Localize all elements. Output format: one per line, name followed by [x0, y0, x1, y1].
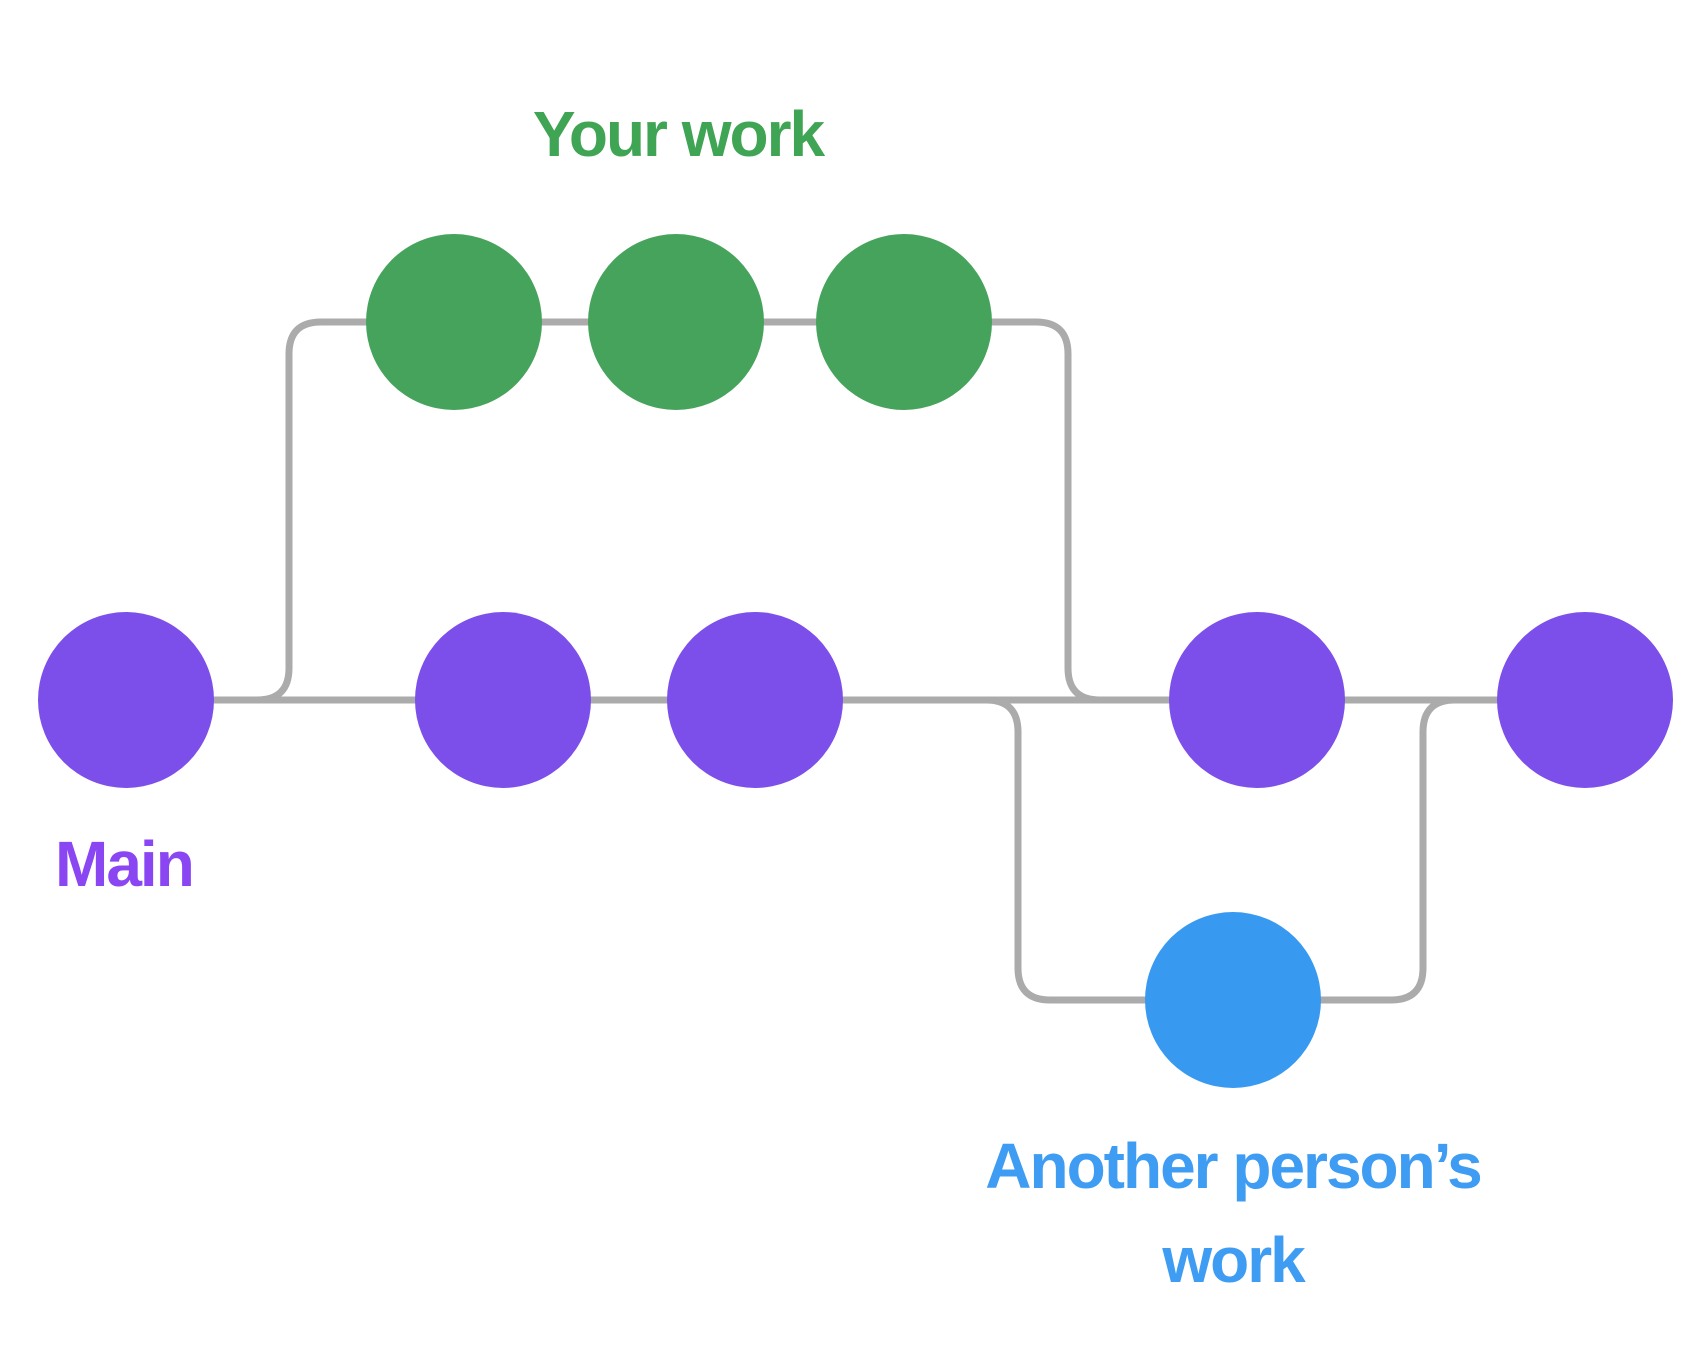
- commit-node-your-work-2: [588, 234, 764, 410]
- label-your-work: Your work: [532, 98, 825, 170]
- commit-node-main-4: [1169, 612, 1345, 788]
- commit-node-another-person-1: [1145, 912, 1321, 1088]
- commit-node-main-1: [38, 612, 214, 788]
- commit-node-main-3: [667, 612, 843, 788]
- label-another-persons-work-line2: work: [1162, 1224, 1305, 1296]
- commit-node-main-2: [415, 612, 591, 788]
- commit-node-your-work-3: [816, 234, 992, 410]
- commit-node-main-5: [1497, 612, 1673, 788]
- label-main: Main: [55, 828, 195, 900]
- label-another-persons-work: Another person’s work: [985, 1119, 1482, 1307]
- commit-node-your-work-1: [366, 234, 542, 410]
- label-another-persons-work-line1: Another person’s: [985, 1130, 1482, 1202]
